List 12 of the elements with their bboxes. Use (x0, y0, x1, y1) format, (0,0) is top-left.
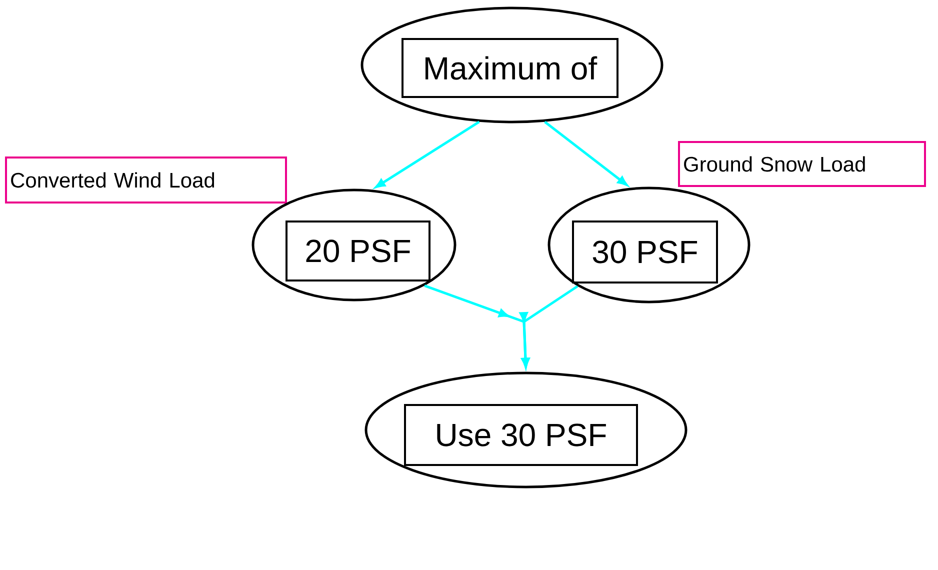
ellipse-outline (364, 372, 688, 488)
label-box: Use 30 PSF (404, 404, 638, 466)
label-box: 20 PSF (286, 220, 430, 282)
callout-box: Converted Wind Load (5, 156, 287, 204)
arrow (375, 120, 480, 188)
arrow (544, 120, 628, 186)
callout-box: Ground Snow Load (678, 141, 926, 187)
label-box: 30 PSF (572, 220, 718, 284)
ellipse-outline (360, 6, 664, 124)
label-box: Maximum of (402, 38, 618, 98)
ellipse-outline (252, 188, 456, 302)
ellipse-outline (548, 186, 750, 304)
